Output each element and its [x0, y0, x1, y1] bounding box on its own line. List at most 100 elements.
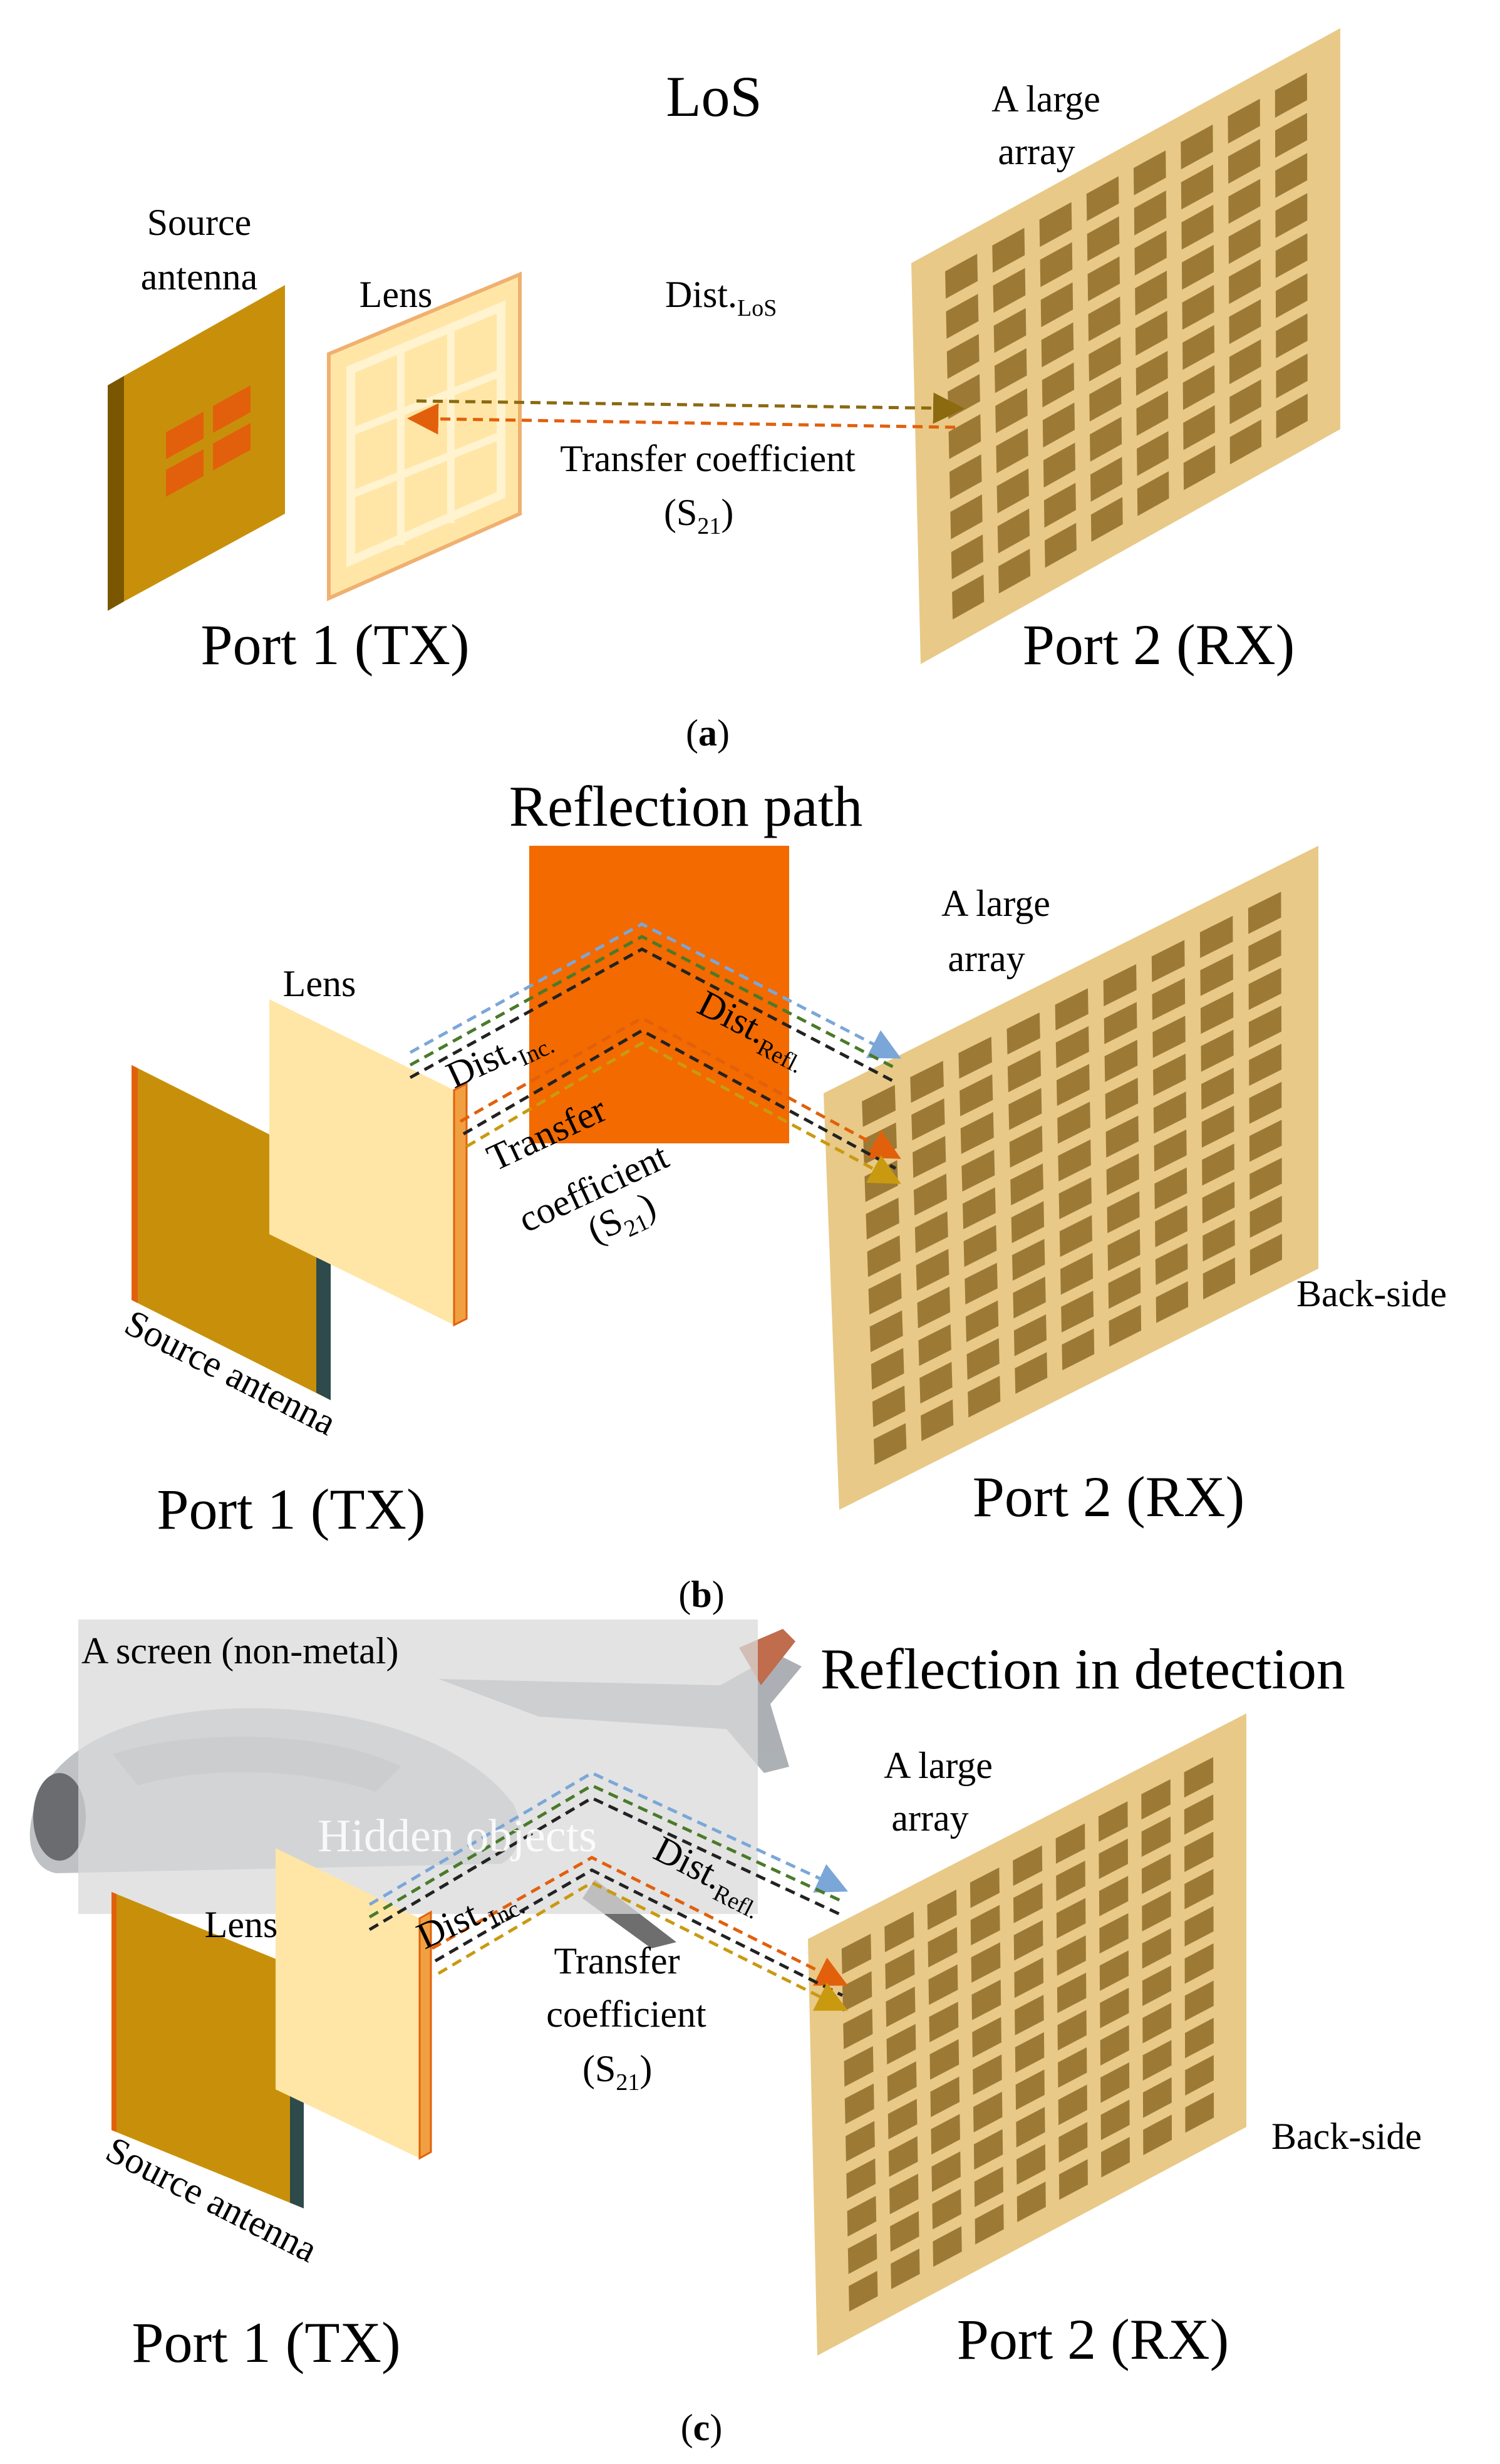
array-element [1248, 967, 1281, 1010]
array-element [1185, 2017, 1214, 2059]
array-element [1045, 522, 1077, 568]
array-element [1229, 379, 1261, 425]
array-element [1201, 1068, 1234, 1110]
array-element [1141, 1779, 1171, 1820]
array-element [1087, 216, 1120, 261]
coefficient-label-c: coefficient [546, 1994, 706, 2035]
array-element [1137, 431, 1169, 476]
array-element [1229, 299, 1261, 345]
array-element [844, 2083, 874, 2124]
path-refl-black-b [462, 1029, 897, 1170]
array-element [933, 2226, 962, 2267]
array-element [1249, 1234, 1282, 1276]
array-element [889, 2173, 919, 2215]
array-element [1007, 1050, 1042, 1093]
array-element [1057, 1101, 1090, 1144]
array-element [1136, 391, 1169, 436]
port2-label-c: Port 2 (RX) [957, 2307, 1229, 2371]
array-element [1016, 2107, 1045, 2148]
array-element [959, 1074, 993, 1116]
array-element [1014, 1957, 1043, 1999]
large-array-a [911, 28, 1340, 664]
port1-label-b: Port 1 (TX) [157, 1477, 425, 1541]
caption-c: (c) [681, 2407, 723, 2448]
array-element [1099, 1876, 1129, 1916]
array-element [1059, 1215, 1092, 1257]
array-element [1058, 2122, 1088, 2163]
array-element [1056, 1898, 1086, 1939]
array-element [872, 1385, 906, 1428]
array-element [885, 1949, 915, 1990]
path-refl-gold-b [465, 1041, 901, 1184]
array-element [961, 1150, 995, 1192]
path-refl-orange-c [431, 1856, 848, 1986]
array-element [874, 1423, 907, 1465]
array-element [1016, 2144, 1046, 2185]
array-element [1141, 1853, 1171, 1895]
array-element [945, 254, 978, 299]
array-element [1154, 1167, 1187, 1210]
array-label-a-line2: array [998, 131, 1075, 172]
array-element [1013, 1314, 1047, 1356]
array-element [847, 2233, 877, 2274]
array-element [1040, 282, 1073, 328]
array-element [1200, 992, 1234, 1034]
array-element [1006, 1012, 1040, 1055]
array-element [1199, 915, 1233, 959]
array-element [931, 2151, 961, 2192]
large-array-b [824, 846, 1318, 1510]
array-cells-a [945, 73, 1308, 620]
array-element [972, 2017, 1001, 2058]
array-element [1107, 1229, 1141, 1271]
array-element [960, 1112, 994, 1154]
array-element [1109, 1304, 1142, 1347]
array-element [1100, 2062, 1130, 2103]
array-element [1100, 2025, 1129, 2066]
array-element [910, 1061, 944, 1103]
array-element [1057, 1935, 1086, 1976]
array-element [1012, 1239, 1045, 1281]
port1-label-c: Port 1 (TX) [132, 2311, 400, 2374]
array-element [1104, 1002, 1137, 1044]
dist-los-label: Dist.LoS [665, 274, 777, 321]
array-element [1153, 1091, 1186, 1134]
array-element [1142, 1965, 1172, 2006]
lens-label-b: Lens [283, 963, 356, 1004]
array-element [1202, 1182, 1235, 1224]
array-element [993, 268, 1026, 313]
array-element [1201, 1029, 1234, 1072]
array-element [1107, 1191, 1140, 1234]
array-element [886, 1986, 916, 2027]
source-antenna-a [108, 285, 285, 611]
caption-a: (a) [686, 712, 730, 754]
array-element [1143, 2114, 1172, 2155]
array-element [1043, 442, 1075, 488]
array-element [847, 2196, 877, 2237]
transfer-label-a: Transfer coefficient [560, 438, 856, 479]
path-refl-gold-c [437, 1881, 848, 2011]
array-element [973, 2129, 1003, 2170]
array-element [1056, 1861, 1085, 1901]
array-element [963, 1225, 997, 1267]
array-element [1013, 1845, 1043, 1886]
array-element [952, 574, 985, 620]
array-element [1058, 1177, 1092, 1220]
port1-label-a: Port 1 (TX) [200, 613, 469, 677]
array-element [1182, 365, 1215, 410]
array-element [844, 2046, 874, 2087]
array-element [1184, 1906, 1214, 1947]
array-element [1090, 497, 1123, 542]
los-forward-arrow [416, 392, 965, 424]
array-label-c-line1: A large [884, 1745, 993, 1786]
array-element [996, 428, 1028, 474]
array-element [1249, 1195, 1282, 1238]
array-element [1055, 1823, 1085, 1864]
array-element [1086, 176, 1119, 221]
path-inc-blue-c [368, 1771, 849, 1906]
array-element [862, 1084, 896, 1127]
array-element [913, 1173, 947, 1216]
panel-b: Reflection path A large array Lens [118, 774, 1447, 1615]
array-element [1229, 419, 1262, 465]
array-element [1008, 1088, 1042, 1130]
